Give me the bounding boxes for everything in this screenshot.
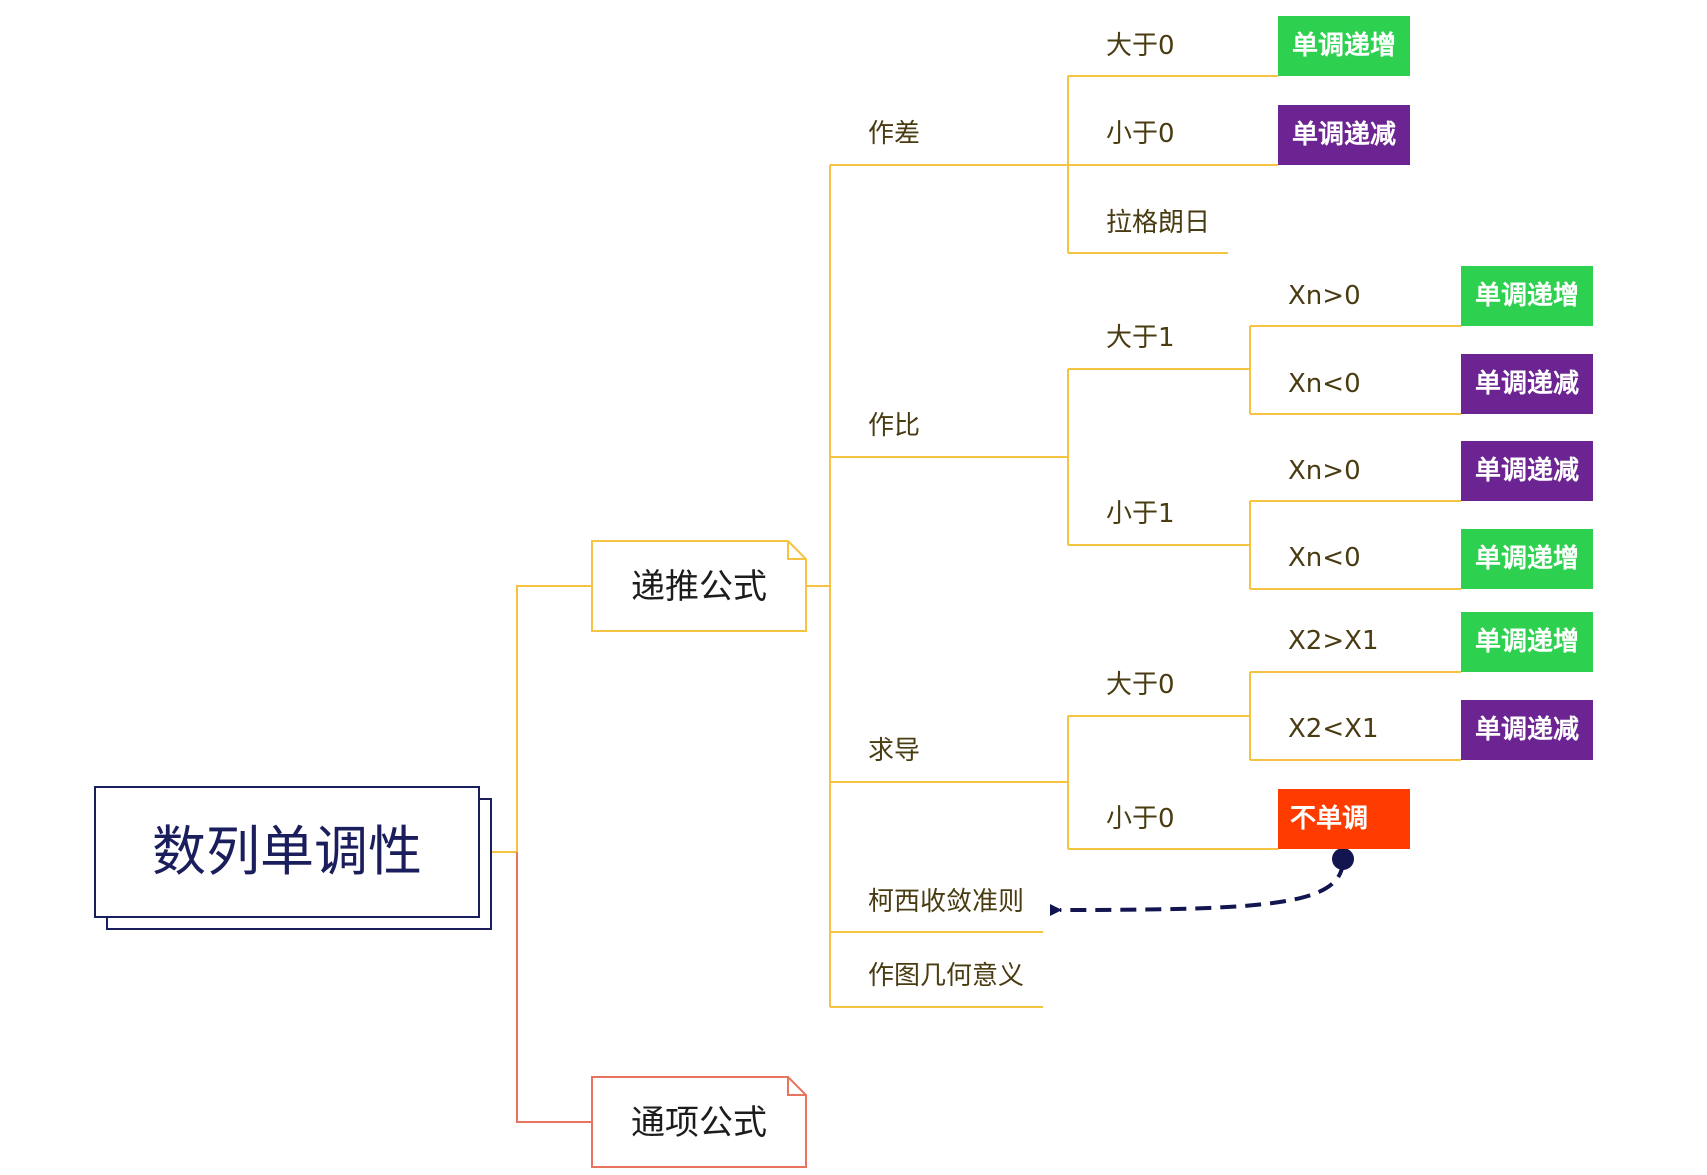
general-node-fold bbox=[787, 1077, 806, 1096]
result-increasing-badge: 单调递增 bbox=[1461, 529, 1593, 589]
connector-root-general bbox=[516, 852, 592, 1123]
method-derivative[interactable]: 求导 bbox=[868, 736, 921, 766]
ratio-lt1-xn-positive[interactable]: Xn>0 bbox=[1288, 456, 1361, 486]
ratio-greater-than-1[interactable]: 大于1 bbox=[1106, 323, 1175, 353]
method-cauchy[interactable]: 柯西收敛准则 bbox=[868, 887, 1025, 917]
diff-greater-than-0[interactable]: 大于0 bbox=[1106, 31, 1175, 61]
result-decreasing-badge: 单调递减 bbox=[1461, 354, 1593, 414]
deriv-x2-greater-x1[interactable]: X2>X1 bbox=[1288, 626, 1379, 656]
diff-lagrange[interactable]: 拉格朗日 bbox=[1106, 208, 1211, 238]
result-increasing-badge: 单调递增 bbox=[1461, 612, 1593, 672]
general-node-border bbox=[591, 1076, 807, 1168]
method-geometric[interactable]: 作图几何意义 bbox=[868, 961, 1025, 991]
connector-root-recursive bbox=[492, 585, 592, 853]
recursive-formula-node[interactable]: 递推公式 bbox=[631, 567, 767, 607]
result-decreasing-badge: 单调递减 bbox=[1461, 700, 1593, 760]
recursive-node-fold bbox=[787, 541, 806, 560]
ratio-gt1-xn-positive[interactable]: Xn>0 bbox=[1288, 281, 1361, 311]
deriv-greater-than-0[interactable]: 大于0 bbox=[1106, 670, 1175, 700]
method-difference[interactable]: 作差 bbox=[868, 119, 921, 149]
ratio-less-than-1[interactable]: 小于1 bbox=[1106, 499, 1175, 529]
diff-less-than-0[interactable]: 小于0 bbox=[1106, 119, 1175, 149]
method-ratio[interactable]: 作比 bbox=[868, 411, 921, 441]
ratio-lt1-xn-negative[interactable]: Xn<0 bbox=[1288, 543, 1361, 573]
recursive-node-border bbox=[591, 540, 807, 632]
result-not-monotonic-badge: 不单调 bbox=[1278, 789, 1410, 849]
relationship-start-dot bbox=[1332, 848, 1354, 870]
result-increasing-badge: 单调递增 bbox=[1278, 16, 1410, 76]
general-formula-node[interactable]: 通项公式 bbox=[631, 1103, 767, 1143]
root-node-label: 数列单调性 bbox=[152, 820, 422, 883]
result-decreasing-badge: 单调递减 bbox=[1461, 441, 1593, 501]
result-increasing-badge: 单调递增 bbox=[1461, 266, 1593, 326]
root-node[interactable] bbox=[94, 786, 480, 918]
relationship-arrow bbox=[1049, 861, 1345, 917]
deriv-less-than-0[interactable]: 小于0 bbox=[1106, 804, 1175, 834]
ratio-gt1-xn-negative[interactable]: Xn<0 bbox=[1288, 369, 1361, 399]
result-decreasing-badge: 单调递减 bbox=[1278, 105, 1410, 165]
deriv-x2-less-x1[interactable]: X2<X1 bbox=[1288, 714, 1379, 744]
